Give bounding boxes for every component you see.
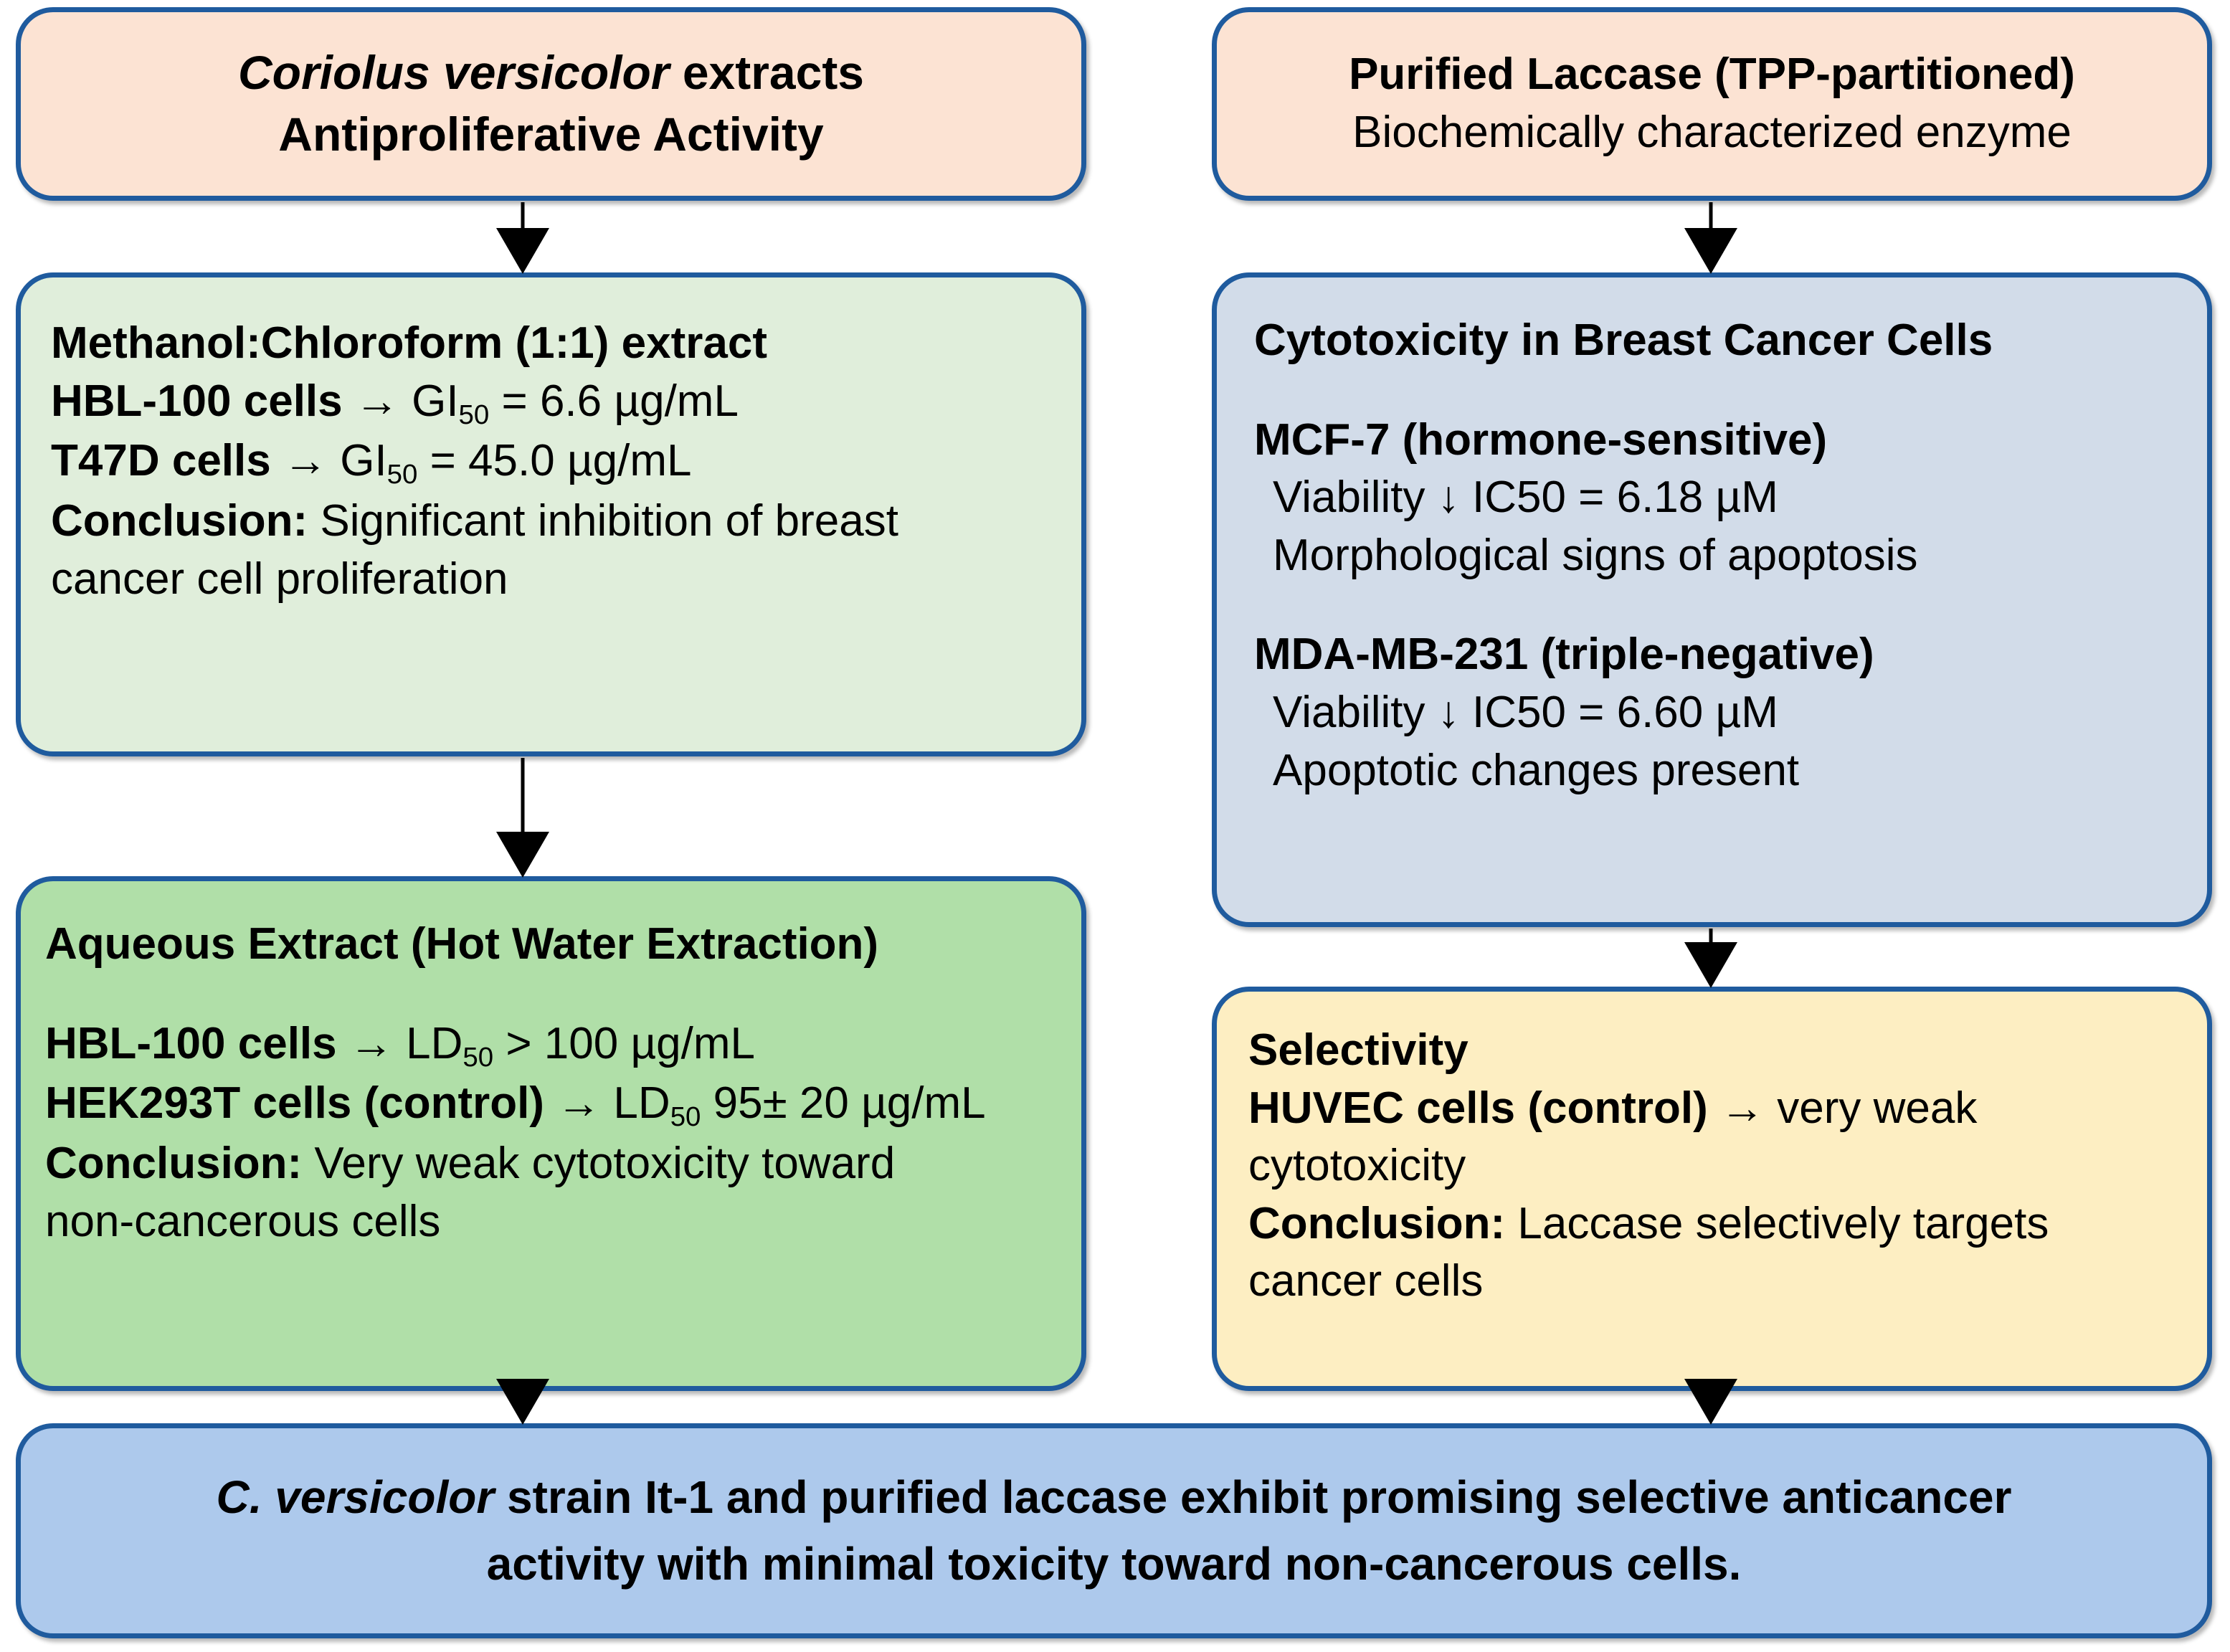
coriolus-line-1: Coriolus versicolor extracts bbox=[238, 42, 864, 104]
aqueous-conclusion-label: Conclusion: bbox=[45, 1139, 303, 1189]
arrow-laccase-to-cytotox-icon bbox=[1684, 202, 1737, 274]
arrow-head bbox=[496, 1379, 549, 1425]
selectivity-conclusion-row-2: cancer cells bbox=[1248, 1256, 1484, 1306]
final-line-1-rest: strain It-1 and purified laccase exhibit… bbox=[494, 1471, 2012, 1524]
arrow-shaft bbox=[1709, 202, 1713, 231]
arrow-head bbox=[496, 832, 549, 878]
selectivity-conclusion-row-1: Conclusion: Laccase selectively targets bbox=[1248, 1195, 2186, 1253]
mc-extract-conclusion-row-1: Conclusion: Significant inhibition of br… bbox=[51, 493, 1053, 551]
selectivity-huvec-row: HUVEC cells (control) → very weak bbox=[1248, 1080, 2186, 1138]
mc-extract-hbl100-subscript: 50 bbox=[458, 399, 490, 430]
arrow-mc-extract-to-aqueous-icon bbox=[496, 758, 549, 878]
arrow-cytotox-to-selectivity-icon bbox=[1684, 929, 1737, 988]
aqueous-hek293t-label: HEK293T cells (control) bbox=[45, 1078, 544, 1129]
arrow-head bbox=[1684, 228, 1737, 274]
coriolus-line-2: Antiproliferative Activity bbox=[278, 108, 824, 161]
cytotox-mda-viability: Viability ↓ IC50 = 6.60 µM bbox=[1273, 687, 1778, 737]
node-purified-laccase[interactable]: Purified Laccase (TPP-partitioned) Bioch… bbox=[1212, 7, 2212, 201]
arrow-glyph-icon: → bbox=[1707, 1083, 1778, 1133]
node-selectivity[interactable]: Selectivity HUVEC cells (control) → very… bbox=[1212, 987, 2212, 1391]
mc-extract-hbl100-metric: GI bbox=[412, 376, 459, 426]
selectivity-huvec-text-2: cytotoxicity bbox=[1248, 1141, 1466, 1191]
mc-extract-t47d-row: T47D cells → GI50 = 45.0 µg/mL bbox=[51, 432, 1053, 493]
mc-extract-heading: Methanol:Chloroform (1:1) extract bbox=[51, 318, 767, 368]
aqueous-hbl100-value: > 100 µg/mL bbox=[493, 1018, 755, 1068]
node-cytotoxicity-breast-cancer[interactable]: Cytotoxicity in Breast Cancer Cells MCF-… bbox=[1212, 272, 2212, 927]
arrow-glyph-icon: → bbox=[336, 1018, 407, 1068]
node-aqueous-extract[interactable]: Aqueous Extract (Hot Water Extraction) H… bbox=[16, 876, 1086, 1391]
cytotox-mda-heading: MDA-MB-231 (triple-negative) bbox=[1254, 630, 1874, 680]
cytotox-mda-apoptosis: Apoptotic changes present bbox=[1273, 745, 1800, 795]
aqueous-hbl100-row: HBL-100 cells → LD50 > 100 µg/mL bbox=[45, 1015, 1057, 1076]
mc-extract-t47d-value: = 45.0 µg/mL bbox=[417, 436, 692, 486]
selectivity-heading: Selectivity bbox=[1248, 1025, 1469, 1075]
selectivity-conclusion-text-1: Laccase selectively targets bbox=[1505, 1198, 2049, 1248]
aqueous-hek293t-row: HEK293T cells (control) → LD50 95± 20 µg… bbox=[45, 1075, 1057, 1135]
spacer bbox=[1254, 584, 2186, 626]
arrow-selectivity-to-final-icon bbox=[1684, 1379, 1737, 1425]
final-line-2: activity with minimal toxicity toward no… bbox=[486, 1538, 1742, 1590]
arrow-glyph-icon: → bbox=[342, 376, 412, 426]
aqueous-heading: Aqueous Extract (Hot Water Extraction) bbox=[45, 919, 879, 969]
mc-extract-t47d-subscript: 50 bbox=[386, 459, 418, 490]
node-coriolus-extracts[interactable]: Coriolus versicolor extracts Antiprolife… bbox=[16, 7, 1086, 201]
aqueous-hek293t-value: 95± 20 µg/mL bbox=[701, 1078, 986, 1129]
arrow-aqueous-to-final-icon bbox=[496, 1379, 549, 1425]
aqueous-conclusion-row-2: non-cancerous cells bbox=[45, 1196, 441, 1246]
final-line-1: C. versicolor strain It-1 and purified l… bbox=[217, 1464, 2012, 1531]
arrow-shaft bbox=[521, 758, 525, 835]
laccase-line-1: Purified Laccase (TPP-partitioned) bbox=[1349, 49, 2075, 100]
aqueous-hbl100-subscript: 50 bbox=[462, 1041, 494, 1073]
node-methanol-chloroform-extract[interactable]: Methanol:Chloroform (1:1) extract HBL-10… bbox=[16, 272, 1086, 756]
node-final-conclusion[interactable]: C. versicolor strain It-1 and purified l… bbox=[16, 1423, 2212, 1638]
arrow-shaft bbox=[1709, 929, 1713, 945]
selectivity-huvec-label: HUVEC cells (control) bbox=[1248, 1083, 1708, 1133]
arrow-head bbox=[1684, 942, 1737, 988]
final-species-italic: C. versicolor bbox=[216, 1471, 495, 1524]
arrow-glyph-icon: → bbox=[544, 1078, 614, 1129]
mc-extract-hbl100-row: HBL-100 cells → GI50 = 6.6 µg/mL bbox=[51, 373, 1053, 433]
cytotox-mcf7-heading: MCF-7 (hormone-sensitive) bbox=[1254, 414, 1828, 465]
cytotox-heading: Cytotoxicity in Breast Cancer Cells bbox=[1254, 315, 1993, 365]
laccase-line-2: Biochemically characterized enzyme bbox=[1352, 108, 2072, 157]
aqueous-conclusion-row-1: Conclusion: Very weak cytotoxicity towar… bbox=[45, 1135, 1057, 1193]
mc-extract-conclusion-text-1: Significant inhibition of breast bbox=[308, 496, 898, 546]
aqueous-conclusion-text-1: Very weak cytotoxicity toward bbox=[302, 1139, 896, 1189]
mc-extract-t47d-metric: GI bbox=[340, 436, 387, 486]
spacer bbox=[45, 974, 1057, 1015]
mc-extract-hbl100-label: HBL-100 cells bbox=[51, 376, 343, 426]
aqueous-hek293t-metric: LD bbox=[613, 1078, 670, 1129]
mc-extract-hbl100-value: = 6.6 µg/mL bbox=[489, 376, 739, 426]
mc-extract-conclusion-row-2: cancer cell proliferation bbox=[51, 554, 508, 604]
arrow-shaft bbox=[521, 202, 525, 231]
arrow-coriolus-to-mc-extract-icon bbox=[496, 202, 549, 274]
cytotox-mcf7-viability: Viability ↓ IC50 = 6.18 µM bbox=[1273, 473, 1778, 523]
coriolus-species-italic: Coriolus versicolor bbox=[237, 46, 670, 100]
arrow-glyph-icon: → bbox=[270, 436, 341, 486]
mc-extract-t47d-label: T47D cells bbox=[51, 436, 271, 486]
selectivity-huvec-text: very weak bbox=[1777, 1083, 1978, 1133]
coriolus-line-1-rest: extracts bbox=[669, 46, 865, 100]
selectivity-conclusion-label: Conclusion: bbox=[1248, 1198, 1506, 1248]
aqueous-hbl100-metric: LD bbox=[406, 1018, 463, 1068]
aqueous-hek293t-subscript: 50 bbox=[670, 1101, 701, 1133]
arrow-head bbox=[1684, 1379, 1737, 1425]
aqueous-hbl100-label: HBL-100 cells bbox=[45, 1018, 337, 1068]
spacer bbox=[1254, 370, 2186, 412]
cytotox-mcf7-morphology: Morphological signs of apoptosis bbox=[1273, 530, 1918, 580]
arrow-head bbox=[496, 228, 549, 274]
mc-extract-conclusion-label: Conclusion: bbox=[51, 496, 308, 546]
